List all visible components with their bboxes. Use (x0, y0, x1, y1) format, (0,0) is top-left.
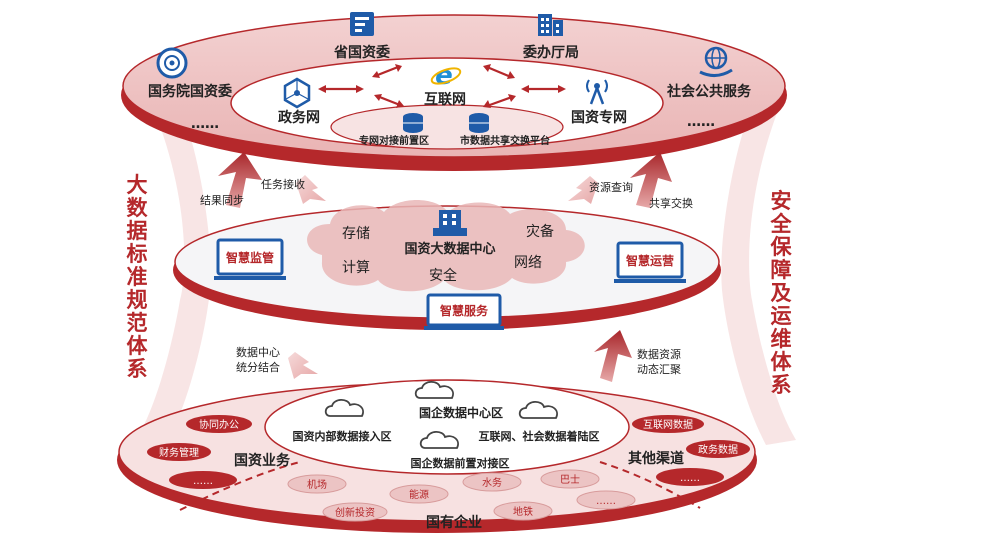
computing-label: 计算 (342, 260, 370, 276)
database-icon (403, 113, 423, 133)
right-connector-band (721, 100, 796, 445)
security-ops-system-title: 安全保障及运维体系 (770, 189, 793, 397)
result-sync-arrow (218, 152, 262, 208)
other-channels-item: 互联网数据 (643, 418, 693, 431)
left-connector-band (136, 100, 211, 445)
sasac-business-item: 财务管理 (159, 446, 199, 459)
network-hub-icon (283, 77, 311, 109)
soe-item: 创新投资 (335, 506, 375, 519)
cloud-shape (307, 200, 585, 292)
cloud-icon (419, 430, 459, 449)
top-layer: e (121, 12, 787, 171)
commissions-bureaus-label: 委办厅局 (522, 44, 579, 61)
internal-access-zone-label: 国资内部数据接入区 (293, 429, 392, 443)
svg-text:e: e (435, 61, 453, 91)
resource-query-label: 资源查询 (589, 180, 633, 194)
result-sync-label: 结果同步 (200, 194, 244, 207)
dc-unified-label-1: 数据中心 (236, 345, 280, 359)
big-data-center-label: 国资大数据中心 (404, 241, 495, 257)
top-right-ellipsis: …… (687, 114, 715, 130)
soe-item: 巴士 (560, 473, 580, 486)
left-title-text: 大数据标准规范体系 (127, 173, 149, 381)
cloud-icon (324, 398, 364, 417)
smart-operation-label: 智慧运营 (625, 253, 674, 268)
flow-arrows-top (218, 152, 672, 208)
soe-data-center-label: 国企数据中心区 (419, 405, 503, 420)
resource-query-arrow (568, 176, 598, 204)
bottom-divider-right (599, 461, 701, 509)
network-link-arrows (318, 64, 566, 108)
public-services-label: 社会公共服务 (666, 83, 752, 100)
soe-item: 能源 (409, 488, 429, 501)
document-icon (350, 12, 374, 36)
cloud-icon (414, 380, 454, 399)
other-channels-item: 政务数据 (698, 443, 738, 456)
front-docking-zone-label: 国企数据前置对接区 (411, 456, 510, 470)
right-title-text: 安全保障及运维体系 (770, 189, 793, 397)
city-data-sharing-label: 市数据共享交换平台 (460, 134, 550, 147)
network-label: 网络 (514, 255, 542, 271)
data-aggregation-label-2: 动态汇聚 (637, 363, 681, 376)
sasac-business-item: 协同办公 (199, 418, 239, 431)
database-icon (469, 113, 489, 133)
other-channels-item: …… (680, 473, 700, 484)
soe-item: 机场 (307, 478, 327, 491)
shared-exchange-arrow (630, 152, 672, 208)
data-center-building-icon (433, 210, 467, 236)
standards-system-title: 大数据标准规范体系 (127, 173, 149, 381)
provincial-sasac-label: 省国资委 (333, 44, 390, 61)
smart-supervision-label: 智慧监管 (225, 250, 274, 265)
other-channels-title: 其他渠道 (628, 450, 684, 467)
private-net-front-zone-label: 专网对接前置区 (359, 134, 429, 147)
top-left-ellipsis: …… (191, 116, 219, 132)
disaster-recovery-label: 灾备 (526, 223, 554, 240)
internet-label: 互联网 (424, 92, 466, 108)
shared-exchange-label: 共享交换 (649, 196, 693, 210)
soe-title: 国有企业 (426, 514, 482, 531)
soe-item: …… (596, 496, 616, 507)
data-aggregation-label-1: 数据资源 (637, 347, 681, 361)
state-council-sasac-label: 国务院国资委 (148, 83, 232, 100)
smart-supervision-monitor: 智慧监管 (214, 238, 286, 280)
bottom-divider-left (179, 461, 301, 511)
sasac-business-item: …… (193, 476, 213, 487)
dc-unified-label-2: 统分结合 (236, 360, 280, 374)
bottom-layer: 国企数据中心区 国资内部数据接入区 互联网、社会数据着陆区 国企数据前置对接区 … (117, 379, 757, 533)
smart-service-monitor: 智慧服务 (424, 293, 504, 330)
sasac-business-title: 国资业务 (234, 452, 291, 469)
dc-unified-arrow (288, 352, 318, 379)
middle-layer: 国资大数据中心 存储 计算 安全 灾备 网络 智慧监管 智慧运营 智慧服务 (173, 200, 721, 330)
task-receive-arrow (296, 175, 326, 204)
cloud-icon (518, 400, 558, 419)
soe-item: 地铁 (513, 505, 533, 518)
soe-item: 水务 (482, 476, 502, 489)
storage-label: 存储 (342, 226, 370, 242)
data-aggregation-arrow (594, 330, 632, 382)
other-channels-group: 互联网数据 政务数据 …… 其他渠道 (628, 415, 750, 486)
soe-group: 机场 能源 水务 巴士 创新投资 地铁 …… 国有企业 (287, 469, 636, 531)
sasac-private-network-label: 国资专网 (571, 109, 627, 126)
internet-e-icon: e (430, 61, 462, 91)
building-icon (538, 14, 563, 36)
gov-network-label: 政务网 (278, 109, 320, 126)
smart-operation-monitor: 智慧运营 (614, 241, 686, 283)
gov-seal-icon (156, 47, 188, 79)
security-label: 安全 (429, 267, 457, 284)
task-receive-label: 任务接收 (261, 177, 305, 191)
smart-service-label: 智慧服务 (439, 303, 489, 318)
antenna-icon (586, 79, 608, 105)
globe-hand-icon (699, 46, 733, 77)
sasac-business-group: 协同办公 财务管理 …… 国资业务 (147, 415, 291, 489)
internet-social-zone-label: 互联网、社会数据着陆区 (479, 429, 600, 443)
